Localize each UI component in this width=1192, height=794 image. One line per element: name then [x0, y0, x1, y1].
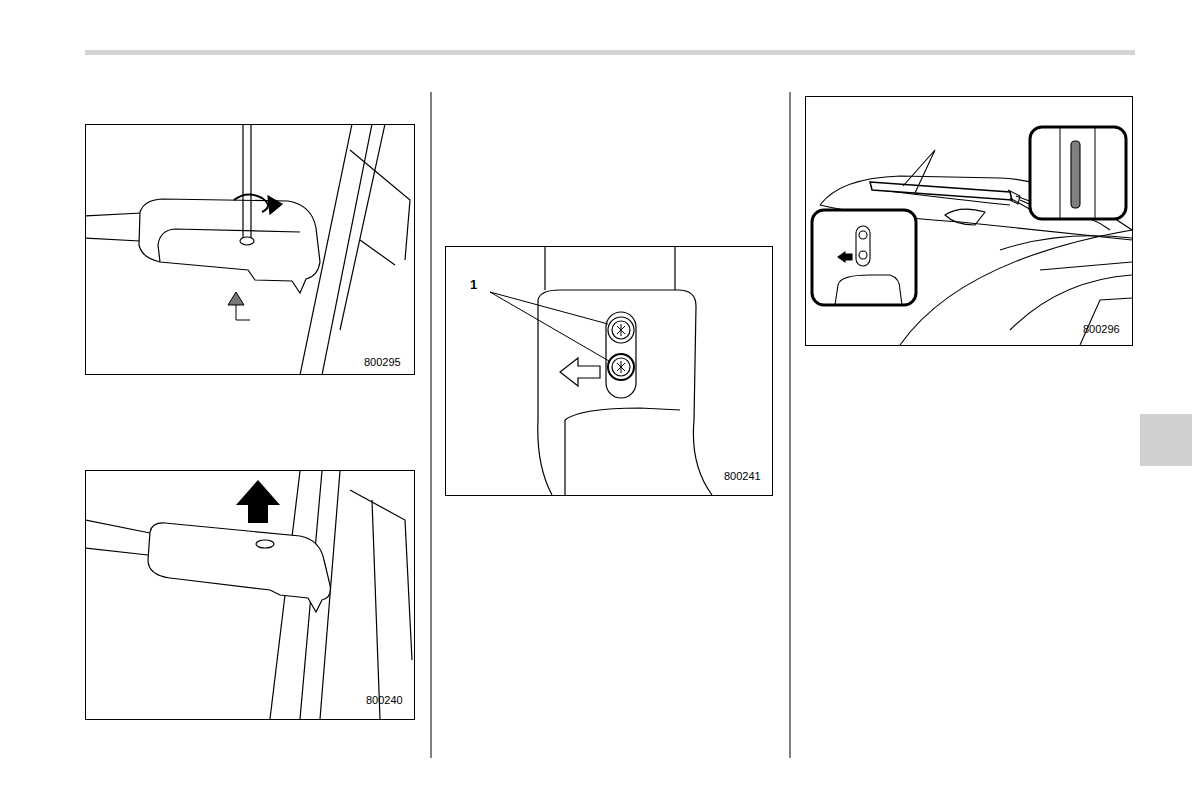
- figure-code: 800241: [724, 471, 761, 482]
- callout-number: 1: [470, 278, 477, 291]
- column-divider: [790, 92, 791, 758]
- vehicle-roof-illustration: [812, 127, 1132, 345]
- chapter-tab: [1140, 414, 1192, 466]
- figure-frame: [86, 125, 415, 375]
- figure-frame: [446, 247, 773, 496]
- bolt-detail-illustration: [490, 247, 712, 495]
- figure-code: 800295: [364, 357, 401, 368]
- figure-code: 800240: [366, 695, 403, 706]
- column-divider: [431, 92, 432, 758]
- header-rule: [85, 50, 1135, 55]
- bar-lift-illustration: [86, 471, 412, 719]
- screw-removal-illustration: [86, 125, 410, 374]
- figure-code: 800296: [1083, 324, 1120, 335]
- figure-frame: [86, 471, 415, 720]
- figure-frame: [806, 97, 1133, 346]
